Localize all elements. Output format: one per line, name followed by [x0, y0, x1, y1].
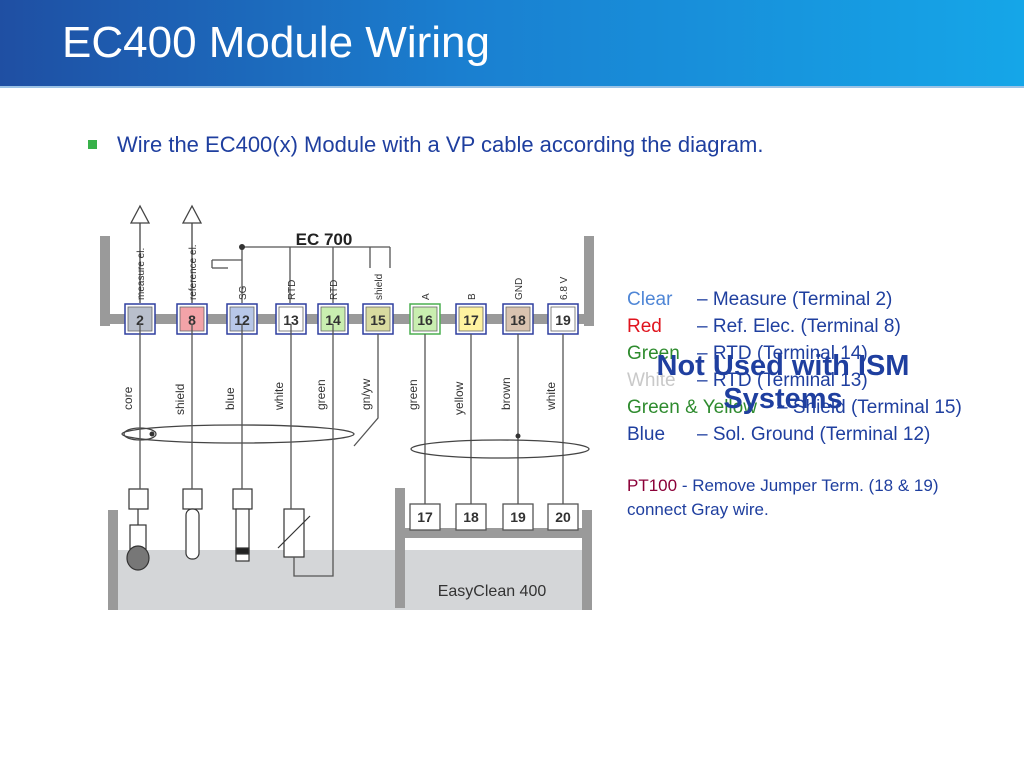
wire-color-label: green — [406, 379, 420, 410]
pt100-label: PT100 — [627, 476, 678, 495]
tank-left-wall — [108, 510, 118, 610]
legend-description: – Ref. Elec. (Terminal 8) — [697, 316, 901, 337]
terminal-number: 16 — [417, 312, 433, 328]
ism-notice: Not Used with ISM Systems — [633, 350, 933, 416]
easyclean-rail — [395, 528, 587, 538]
legend-color-name: White — [627, 370, 676, 391]
module-label: EC 700 — [296, 230, 353, 249]
arrow-up-icon — [181, 204, 203, 224]
wire-color-label: shield — [173, 384, 187, 415]
wiring-diagram-svg: EC 700 2 measure el. core 8 reference el. shi… — [100, 204, 594, 610]
arrow-up-icon — [129, 204, 151, 224]
easyclean-terminal-number: 17 — [417, 509, 433, 525]
legend-description: – Shield (Terminal 15) — [777, 397, 962, 418]
wire-color-label: green — [314, 379, 328, 410]
terminal-number: 13 — [283, 312, 299, 328]
wire-color-label: blue — [223, 387, 237, 410]
legend-color-name: Green — [627, 343, 680, 364]
wire-color-label: yellow — [452, 381, 466, 415]
terminal-number: 2 — [136, 312, 144, 328]
arrow-icons — [129, 204, 203, 303]
easyclean-terminal-group: 17 18 19 20 — [409, 503, 579, 531]
shield-junction-dot — [149, 431, 155, 437]
module-left-wall — [100, 236, 110, 326]
terminal-block — [550, 306, 576, 332]
legend-description: – RTD (Terminal 14) — [697, 343, 868, 364]
terminal-function-label: 6.8 V — [559, 276, 570, 300]
legend-description: – Measure (Terminal 2) — [697, 289, 893, 310]
cable-bundle-right — [410, 439, 590, 459]
terminal-number: 8 — [188, 312, 196, 328]
wire-color-label: white — [272, 382, 286, 411]
measure-electrode-head — [128, 488, 149, 510]
junction-dot — [239, 244, 245, 250]
pt100-note-text: - Remove Jumper Term. (18 & 19) — [677, 476, 939, 495]
bullet-square-icon — [88, 140, 97, 149]
shield-wire — [353, 334, 379, 447]
wire-group — [353, 334, 564, 506]
title-bar: EC400 Module Wiring — [0, 0, 1024, 86]
terminal-number: 19 — [555, 312, 571, 328]
legend-color-name: Blue — [627, 424, 666, 445]
terminal-function-label: A — [421, 293, 432, 300]
legend-color-name: Green & Yellow — [627, 397, 757, 418]
wire-color-label: brown — [499, 377, 513, 410]
terminal-function-label: GND — [514, 278, 525, 300]
terminal-number: 14 — [325, 312, 341, 328]
wire-color-label: gn/yw — [359, 378, 373, 410]
slide-title: EC400 Module Wiring — [62, 18, 490, 67]
terminal-number: 15 — [370, 312, 386, 328]
terminal-block — [412, 306, 438, 332]
ground-electrode-head — [232, 488, 253, 510]
legend-description: – RTD (Terminal 13) — [697, 370, 868, 391]
easyclean-terminal-number: 20 — [555, 509, 571, 525]
ism-notice-line2: Systems — [723, 383, 843, 415]
easyclean-terminal-number: 19 — [510, 509, 526, 525]
terminal-number: 17 — [463, 312, 479, 328]
terminal-function-label: measure el. — [136, 248, 147, 300]
rtd-sensor-body — [283, 508, 305, 558]
pt100-note: PT100 - Remove Jumper Term. (18 & 19) — [627, 476, 938, 496]
terminal-number: 18 — [510, 312, 526, 328]
ism-notice-line1: Not Used with ISM — [656, 350, 910, 382]
terminal-function-label: reference el. — [188, 244, 199, 300]
legend-color-name: Red — [627, 316, 662, 337]
terminal-block — [458, 306, 484, 332]
terminal-function-label: shield — [374, 274, 385, 300]
bullet-text: Wire the EC400(x) Module with a VP cable… — [117, 132, 764, 157]
module-right-wall — [584, 236, 594, 326]
terminal-function-label: RTD — [329, 280, 340, 300]
terminal-function-label: B — [467, 293, 478, 300]
easyclean-terminal — [409, 503, 441, 531]
pt100-note-line2: connect Gray wire. — [627, 500, 769, 519]
reference-electrode-head — [182, 488, 203, 510]
easyclean-left-wall — [395, 488, 405, 608]
cable-bundle-left — [121, 424, 355, 444]
easyclean-terminal-number: 18 — [463, 509, 479, 525]
wiring-diagram: EC 700 2 measure el. core 8 reference el. shi… — [100, 198, 600, 623]
terminal-function-label: RTD — [287, 280, 298, 300]
sensor-wires — [139, 324, 334, 577]
reference-electrode-body — [185, 508, 200, 560]
terminal-function-label: SG — [238, 285, 249, 300]
tank-solution — [118, 550, 582, 610]
terminal-block — [365, 306, 391, 332]
easyclean-terminal — [455, 503, 487, 531]
measure-electrode-bulb — [126, 545, 150, 571]
easyclean-terminal — [547, 503, 579, 531]
terminal-group: 2 measure el. core 8 reference el. shield 12 SG… — [121, 244, 579, 415]
wire-color-label: core — [121, 386, 135, 410]
wire-color-label: white — [544, 382, 558, 411]
easyclean-label: EasyClean 400 — [438, 583, 547, 600]
tank-right-wall — [582, 510, 592, 610]
gnd-junction-dot — [515, 433, 521, 439]
terminal-number: 12 — [234, 312, 250, 328]
easyclean-terminal — [502, 503, 534, 531]
title-divider — [0, 86, 1024, 88]
legend-description: – Sol. Ground (Terminal 12) — [697, 424, 931, 445]
terminal-block — [505, 306, 531, 332]
legend-color-name: Clear — [627, 289, 673, 310]
internal-wiring — [211, 246, 391, 303]
